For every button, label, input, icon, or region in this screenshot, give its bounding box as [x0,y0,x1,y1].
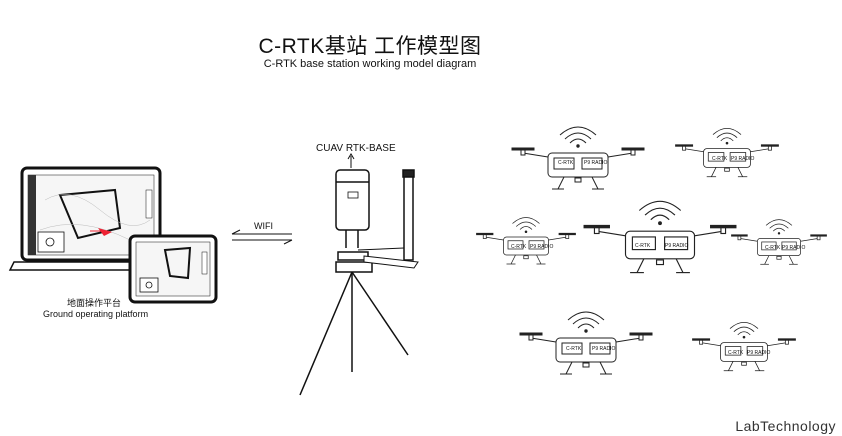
watermark: LabTechnology [735,418,836,434]
drone-5 [731,219,827,265]
drone-2 [675,127,779,178]
drone-1 [511,126,645,190]
wifi-label: WIFI [254,221,273,231]
drone-labels: C-RTK P9 RADIO C-RTK P9 RADIO C-RTK P9 R… [511,156,805,356]
drone-7-crtk-label: C-RTK [728,350,744,356]
drone-4 [583,200,737,274]
drone-2-crtk-label: C-RTK [712,156,728,162]
drone-3 [476,217,576,265]
drone-2-radio-label: P9 RADIO [731,156,754,162]
drone-6 [519,311,653,375]
tablet-illustration [128,234,218,304]
drone-5-crtk-label: C-RTK [765,245,781,251]
drone-3-radio-label: P9 RADIO [530,244,553,250]
laptop-illustration [8,166,174,271]
platform-label-cn: 地面操作平台 [67,298,122,308]
wifi-arrows [231,229,293,245]
platform-label-en: Ground operating platform [43,309,149,319]
drone-6-crtk-label: C-RTK [566,346,582,352]
page-subtitle: C-RTK base station working model diagram [263,58,477,70]
drone-1-radio-label: P9 RADIO [584,160,607,166]
drone-7 [692,321,796,372]
page-title: C-RTK基站 工作模型图 [258,35,482,58]
drone-3-crtk-label: C-RTK [511,244,527,250]
base-station-label: CUAV RTK-BASE [316,143,396,154]
drone-4-crtk-label: C-RTK [635,243,651,249]
rtk-base-station [299,153,419,396]
drone-5-radio-label: P9 RADIO [782,245,805,251]
drone-4-radio-label: P9 RADIO [665,243,688,249]
drone-1-crtk-label: C-RTK [558,160,574,166]
drone-6-radio-label: P9 RADIO [592,346,615,352]
drone-7-radio-label: P9 RADIO [747,350,770,356]
